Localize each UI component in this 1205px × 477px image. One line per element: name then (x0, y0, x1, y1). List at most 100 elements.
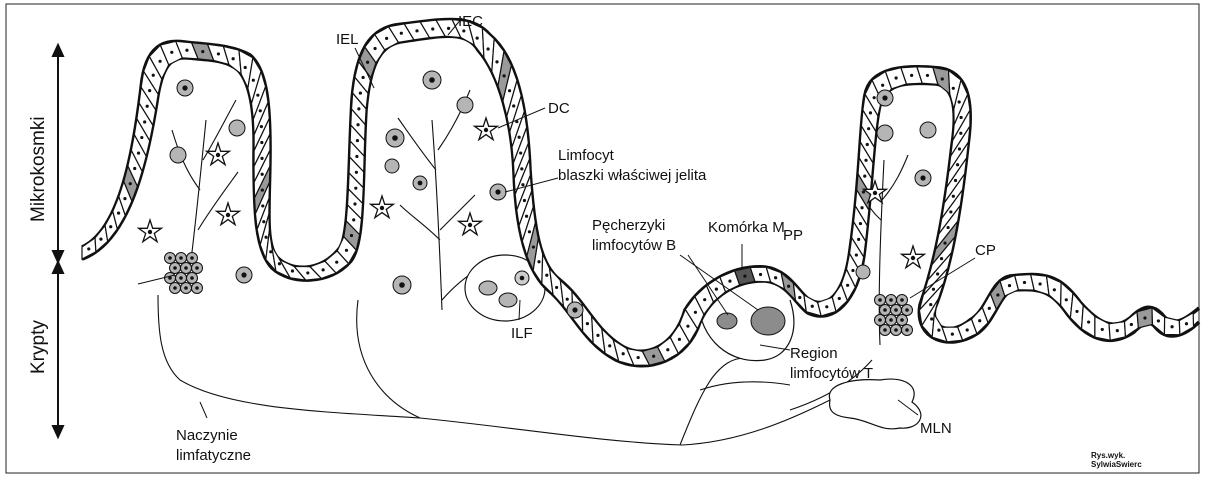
epithelial-nucleus (694, 311, 697, 314)
epithelial-nucleus (518, 136, 521, 139)
lymphocyte (229, 120, 245, 136)
epithelial-nucleus (1039, 282, 1042, 285)
epithelial-nucleus (798, 296, 801, 299)
iel-label: IEL (336, 31, 359, 48)
epithelial-nucleus (146, 105, 149, 108)
epithelial-nucleus (869, 111, 872, 114)
epithelial-nucleus (860, 206, 863, 209)
lymphocyte-nucleus (392, 135, 398, 141)
lymphatic-branch (357, 300, 420, 418)
epithelial-nucleus (825, 305, 828, 308)
epithelial-nucleus (262, 220, 265, 223)
epithelial-nucleus (1170, 325, 1173, 328)
epithelial-nucleus (355, 155, 358, 158)
epithelial-nucleus (345, 249, 348, 252)
epithelial-nucleus (244, 66, 247, 69)
lymphocyte-nucleus (182, 85, 187, 90)
epithelial-nucleus (447, 27, 450, 30)
epithelial-nucleus (743, 275, 746, 278)
cryptopatch-lymphocyte-nucleus (900, 298, 904, 302)
epithelial-nucleus (1101, 328, 1104, 331)
epithelial-nucleus (359, 91, 362, 94)
b-follicles-label-line2: limfocytów B (592, 237, 676, 254)
dendritic-cell-nucleus (484, 128, 488, 132)
crypts-axis-label: Krypty (28, 320, 49, 374)
cluster-lymphocyte-nucleus (190, 256, 194, 260)
epithelial-nucleus (508, 89, 511, 92)
epithelial-nucleus (261, 188, 264, 191)
epithelial-nucleus (811, 305, 814, 308)
epithelial-nucleus (867, 127, 870, 130)
epithelial-nucleus (932, 288, 935, 291)
region-arrows (53, 45, 63, 437)
epithelial-nucleus (260, 141, 263, 144)
epithelial-nucleus (864, 159, 867, 162)
lymphocyte (170, 147, 186, 163)
epithelial-nucleus (352, 218, 355, 221)
epithelial-nucleus (1065, 298, 1068, 301)
epithelial-nucleus (129, 182, 132, 185)
epithelial-nucleus (1087, 320, 1090, 323)
t-region-label-line2: limfocytów T (790, 365, 873, 382)
lymph-vessel-label-line2: limfatyczne (176, 447, 251, 464)
epithelial-nucleus (256, 94, 259, 97)
epithelial-nucleus (988, 307, 991, 310)
epithelial-nucleus (937, 329, 940, 332)
epithelial-nucleus (1130, 323, 1133, 326)
cryptopatch-lymphocyte-nucleus (889, 298, 893, 302)
epithelial-nucleus (232, 57, 235, 60)
dc-label: DC (548, 100, 570, 117)
epithelial-nucleus (356, 123, 359, 126)
epithelial-nucleus (545, 274, 548, 277)
epithelial-nucleus (123, 197, 126, 200)
epithelial-nucleus (855, 253, 858, 256)
villi-axis-label: Mikrokosmki (28, 116, 49, 222)
lymphocyte (385, 159, 399, 173)
dendritic-cell-nucleus (148, 230, 152, 234)
epithelial-nucleus (252, 79, 255, 82)
epithelial-nucleus (140, 136, 143, 139)
lymphocyte-nucleus (418, 181, 423, 186)
epithelial-nucleus (385, 37, 388, 40)
epithelial-nucleus (201, 50, 204, 53)
epithelial-nucleus (952, 195, 955, 198)
epithelial-nucleus (528, 230, 531, 233)
epithelial-nucleus (366, 61, 369, 64)
cluster-lymphocyte-nucleus (173, 286, 177, 290)
epithelial-nucleus (1023, 281, 1026, 284)
lpl-label-line1: Limfocyt (558, 147, 615, 164)
lymph-vessel-label-line1: Naczynie (176, 427, 238, 444)
credit-line2: SylwiaSwierc (1091, 460, 1142, 469)
epithelial-nucleus (1157, 319, 1160, 322)
dendritic-cell-nucleus (911, 256, 915, 260)
lymphocyte (877, 125, 893, 141)
lymphocyte-nucleus (429, 77, 435, 83)
epithelial-nucleus (929, 303, 932, 306)
epithelial-nucleus (537, 260, 540, 263)
epithelial-nucleus (152, 74, 155, 77)
epithelial-nucleus (354, 187, 357, 190)
epithelial-nucleus (532, 245, 535, 248)
epithelial-nucleus (261, 173, 264, 176)
cluster-lymphocyte-nucleus (179, 276, 183, 280)
lymph-leader (200, 402, 207, 418)
arrowhead (53, 262, 63, 273)
epithelial-nucleus (774, 276, 777, 279)
epithelial-nucleus (99, 238, 102, 241)
villus-vessel-tree (172, 100, 238, 268)
epithelial-nucleus (264, 236, 267, 239)
epithelial-nucleus (555, 286, 558, 289)
epithelial-nucleus (895, 76, 898, 79)
epithelial-cells (82, 20, 1193, 366)
epithelial-nucleus (851, 269, 854, 272)
epithelial-nucleus (873, 96, 876, 99)
dendritic-cell-nucleus (226, 213, 230, 217)
epithelial-nucleus (926, 74, 929, 77)
epithelial-nucleus (949, 210, 952, 213)
epithelial-nucleus (260, 125, 263, 128)
epithelial-nucleus (966, 328, 969, 331)
epithelial-nucleus (117, 211, 120, 214)
epithelial-nucleus (350, 234, 353, 237)
b-follicles-label-line1: Pęcherzyki (592, 217, 665, 234)
ilf-lymphocyte (479, 281, 497, 295)
